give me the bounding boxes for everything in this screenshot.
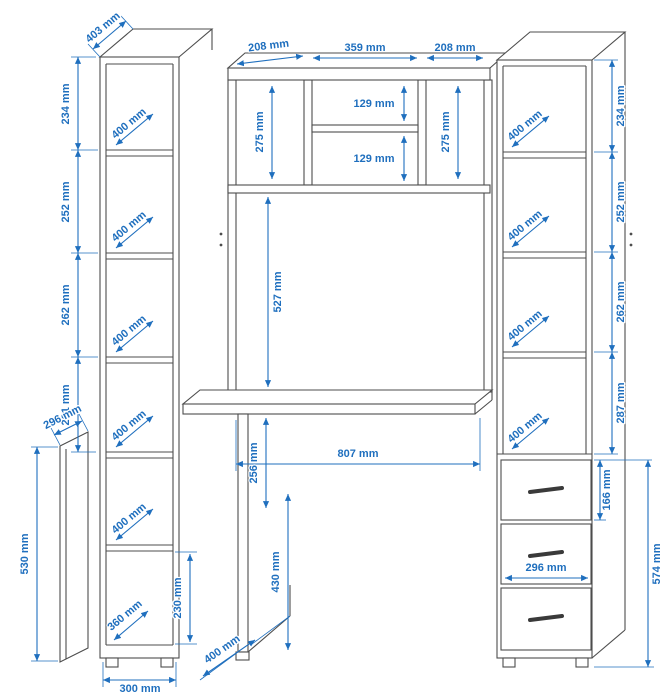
dim-label-right-height-2: 252 mm	[615, 181, 627, 222]
dim-label-desk-leg-height: 430 mm	[270, 551, 282, 592]
desk	[181, 389, 494, 661]
left-door-open	[59, 431, 89, 663]
dim-hutch-upper-shelf-height: 129 mm	[352, 86, 408, 121]
shelf-pin-hole	[219, 243, 223, 247]
dim-label-left-base-width: 300 mm	[120, 683, 161, 693]
dim-label-right-height-4: 287 mm	[615, 382, 627, 423]
shelf-pin-hole	[219, 232, 223, 236]
dim-label-top-drawer-height: 166 mm	[601, 469, 613, 510]
dim-label-hutch-opening-height: 527 mm	[272, 271, 284, 312]
dim-label-left-height-3: 262 mm	[60, 284, 72, 325]
dim-label-left-height-2: 252 mm	[60, 181, 72, 222]
dim-desk-leg-height: 430 mm	[269, 494, 292, 650]
shelf-pin-hole	[629, 232, 633, 236]
dim-hutch-right-height: 275 mm	[439, 86, 462, 179]
dim-label-desk-width: 807 mm	[338, 448, 379, 460]
left-cabinet	[98, 28, 214, 668]
dim-label-left-bottom-opening: 230 mm	[172, 577, 184, 618]
dim-label-hutch-center-width: 359 mm	[345, 42, 386, 54]
dim-left-base-width: 300 mm	[102, 662, 177, 693]
dim-hutch-left-height: 275 mm	[253, 86, 276, 179]
drawer-handle	[528, 486, 564, 494]
dim-label-desk-apron-height: 256 mm	[248, 442, 260, 483]
dim-right-height-chain: 234 mm 252 mm 262 mm 287 mm	[594, 59, 628, 455]
dim-label-hutch-left-width: 208 mm	[248, 38, 290, 55]
dim-label-left-height-4: 261 mm	[60, 384, 72, 425]
dim-hutch-lower-shelf-height: 129 mm	[352, 136, 408, 181]
dim-label-door-height: 530 mm	[19, 533, 31, 574]
dim-label-left-height-1: 234 mm	[60, 83, 72, 124]
dim-label-right-height-3: 262 mm	[615, 281, 627, 322]
dim-desk-width: 807 mm	[235, 418, 481, 471]
dim-door-height: 530 mm	[18, 446, 58, 662]
dim-top-drawer-height: 166 mm	[594, 459, 652, 521]
dim-label-hutch-lower-shelf: 129 mm	[354, 153, 395, 165]
dim-drawer-section-height: 574 mm	[594, 460, 664, 668]
dim-label-drawer-section-height: 574 mm	[651, 543, 663, 584]
dim-label-desk-leg-depth: 400 mm	[202, 633, 243, 666]
dim-label-drawer-width: 296 mm	[526, 562, 567, 574]
dim-hutch-opening-height: 527 mm	[264, 197, 285, 387]
dim-label-hutch-right-height: 275 mm	[440, 111, 452, 152]
dim-label-right-height-1: 234 mm	[615, 85, 627, 126]
dim-left-height-chain: 234 mm 252 mm 262 mm 261 mm	[59, 56, 98, 453]
shelf-pin-hole	[629, 243, 633, 247]
dim-label-hutch-right-width: 208 mm	[435, 42, 476, 54]
dim-desk-apron-height: 256 mm	[247, 418, 270, 508]
dim-hutch-center-width: 359 mm	[313, 41, 417, 62]
drawer-handle	[528, 550, 564, 558]
drawer-handle	[528, 614, 564, 622]
dim-drawer-width: 296 mm	[505, 561, 588, 582]
dim-hutch-right-width: 208 mm	[427, 41, 483, 62]
dim-left-bottom-opening: 230 mm	[171, 551, 197, 645]
dimensions: 403 mm 208 mm 359 mm 208 mm 275 mm 275 m…	[18, 9, 665, 693]
dim-label-hutch-left-height: 275 mm	[254, 111, 266, 152]
right-cabinet	[495, 31, 633, 668]
dim-label-hutch-upper-shelf: 129 mm	[354, 98, 395, 110]
